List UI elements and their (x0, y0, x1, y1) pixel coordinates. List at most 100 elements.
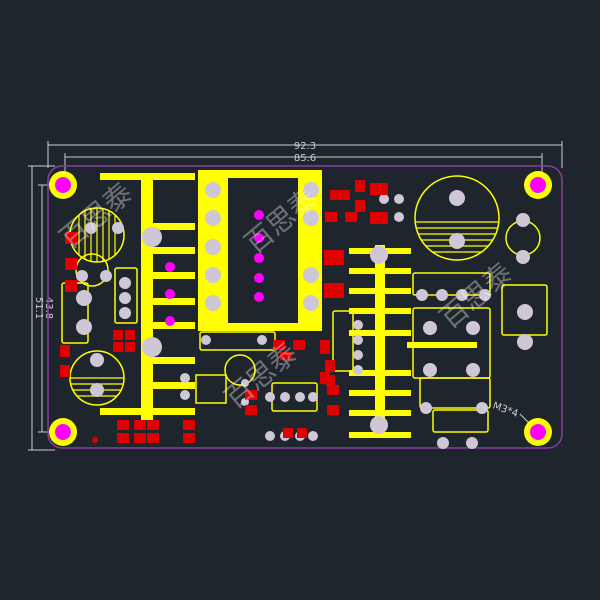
silkscreen-bar (153, 223, 195, 230)
silkscreen-bar (153, 272, 195, 279)
through-hole-pad (205, 182, 221, 198)
through-hole-pad (303, 210, 319, 226)
through-hole-pad (517, 334, 533, 350)
through-hole-pad (265, 431, 275, 441)
silkscreen-bar (349, 268, 411, 274)
smd-pad (324, 283, 344, 298)
smd-pad (113, 342, 123, 352)
through-hole-pad (437, 437, 449, 449)
smd-pad (125, 342, 135, 352)
through-hole-pad (112, 222, 124, 234)
smd-pad (134, 420, 146, 430)
via (165, 289, 175, 299)
smd-pad (320, 340, 330, 354)
silkscreen-bar (141, 173, 153, 420)
silkscreen-bar (153, 357, 195, 364)
smd-pad (280, 352, 292, 360)
smd-pad (325, 375, 335, 385)
through-hole-pad (353, 320, 363, 330)
through-hole-pad (466, 363, 480, 377)
mounting-hole (55, 424, 71, 440)
smd-pad (345, 212, 357, 222)
smd-pad (370, 183, 388, 195)
capacitor-outline (224, 354, 256, 386)
silkscreen-bar (198, 170, 322, 178)
smd-pad (273, 340, 285, 350)
smd-pad (117, 420, 129, 430)
mounting-hole (530, 177, 546, 193)
dimension-outer-height: 51.1 (33, 297, 44, 319)
component-outline (432, 409, 489, 433)
smd-pad (60, 365, 70, 377)
smd-pad (325, 212, 337, 222)
pad-layer (49, 171, 552, 449)
mounting-hole (530, 424, 546, 440)
smd-pad (147, 433, 159, 443)
via (254, 233, 264, 243)
silkscreen-bar (198, 323, 322, 331)
through-hole-pad (100, 270, 112, 282)
through-hole-pad (119, 292, 131, 304)
mounting-hole (55, 177, 71, 193)
through-hole-pad (370, 246, 388, 264)
through-hole-pad (516, 250, 530, 264)
smd-pad (60, 345, 70, 357)
through-hole-pad (379, 194, 389, 204)
through-hole-pad (449, 190, 465, 206)
through-hole-pad (416, 289, 428, 301)
silkscreen-bar (349, 308, 411, 314)
through-hole-pad (142, 337, 162, 357)
through-hole-pad (476, 402, 488, 414)
via (254, 210, 264, 220)
smd-pad (355, 180, 365, 192)
through-hole-pad (303, 295, 319, 311)
component-outline (114, 267, 138, 324)
silkscreen-bar (407, 342, 477, 348)
through-hole-pad (423, 321, 437, 335)
through-hole-pad (353, 365, 363, 375)
through-hole-pad (516, 213, 530, 227)
silkscreen-bar (349, 390, 411, 396)
through-hole-pad (353, 350, 363, 360)
through-hole-pad (466, 321, 480, 335)
silkscreen-bar (100, 408, 195, 415)
through-hole-pad (423, 363, 437, 377)
smd-pad (370, 212, 388, 224)
through-hole-pad (205, 210, 221, 226)
svg-text:百思泰: 百思泰 (218, 336, 304, 415)
through-hole-pad (517, 304, 533, 320)
through-hole-pad (370, 416, 388, 434)
smd-pad (324, 250, 344, 265)
through-hole-pad (420, 402, 432, 414)
through-hole-pad (205, 239, 221, 255)
through-hole-pad (436, 289, 448, 301)
through-hole-pad (303, 267, 319, 283)
smd-pad (327, 405, 339, 415)
dimension-hole-width: 85.6 (294, 153, 316, 164)
smd-pad (183, 433, 195, 443)
through-hole-pad (308, 431, 318, 441)
board-outline (47, 165, 563, 449)
through-hole-pad (142, 227, 162, 247)
smd-pad (245, 390, 257, 400)
smd-pad (327, 385, 339, 395)
smd-pad (125, 330, 135, 340)
smd-pad (330, 190, 350, 200)
smd-pad (147, 420, 159, 430)
smd-pad (283, 428, 293, 438)
via (254, 273, 264, 283)
component-outline (332, 310, 354, 372)
through-hole-pad (119, 277, 131, 289)
smd-pad (355, 200, 365, 212)
through-hole-pad (90, 353, 104, 367)
through-hole-pad (90, 383, 104, 397)
mount-hole-label: M3*4 (491, 400, 520, 419)
smd-pad (113, 330, 123, 340)
through-hole-pad (280, 392, 290, 402)
through-hole-pad (456, 289, 468, 301)
through-hole-pad (308, 392, 318, 402)
through-hole-pad (205, 267, 221, 283)
through-hole-pad (205, 295, 221, 311)
through-hole-pad (76, 270, 88, 282)
